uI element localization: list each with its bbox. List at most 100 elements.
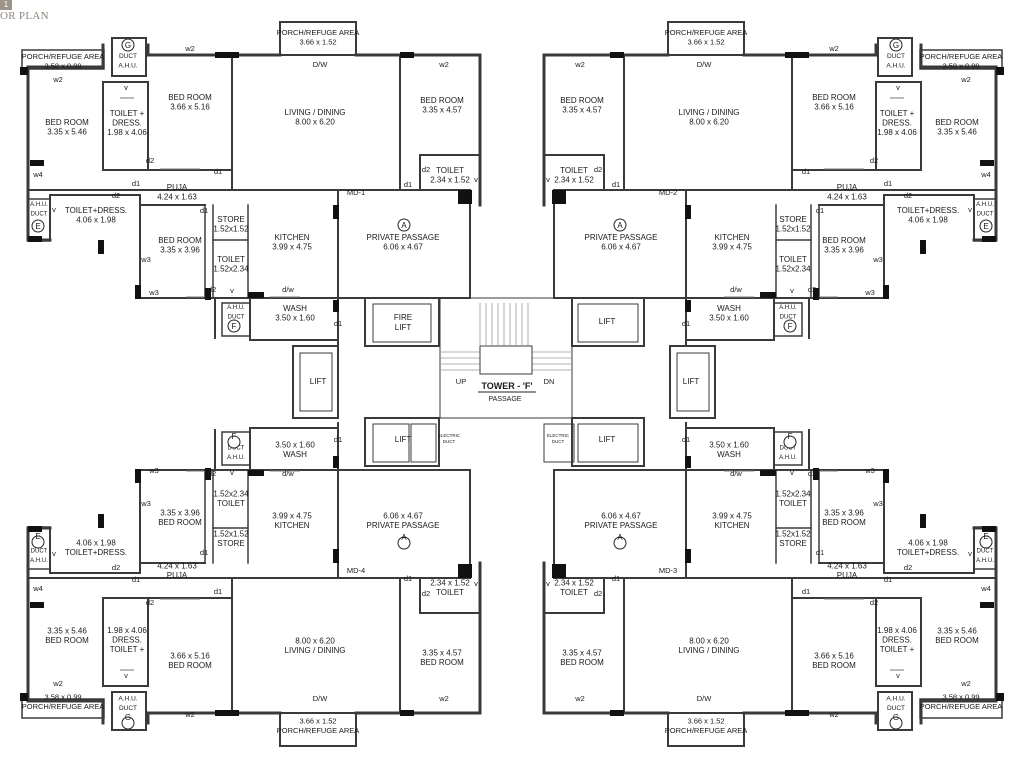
electric-duct-right — [543, 423, 575, 463]
column — [813, 288, 819, 300]
passage-label: PRIVATE PASSAGE — [367, 233, 440, 242]
opening-mark: v — [124, 671, 128, 680]
wash-label: 3.50 x 1.60 — [275, 441, 315, 450]
opening-mark: d2 — [112, 563, 120, 572]
duct-label: A.H.U. — [886, 63, 905, 70]
opening-mark: w3 — [872, 499, 883, 508]
column — [813, 468, 819, 480]
bedroom-label: 3.35 x 4.57 — [422, 649, 462, 658]
opening-mark: d1 — [334, 435, 342, 444]
column — [610, 52, 624, 58]
duct-label: DUCT — [228, 315, 245, 321]
bedroom-label: 3.35 x 4.57 — [562, 649, 602, 658]
column — [980, 602, 994, 608]
grid-marker-label: F — [788, 432, 793, 441]
bedroom-label: BED ROOM — [935, 118, 979, 127]
column — [98, 514, 104, 528]
toilet-label: DRESS. — [882, 119, 912, 128]
grid-marker-circle — [397, 536, 411, 550]
column — [400, 52, 414, 58]
porch-small — [21, 49, 105, 70]
opening-mark: w4 — [32, 584, 43, 593]
kitchen-label: 3.99 x 4.75 — [272, 512, 312, 521]
living-label: 8.00 x 6.20 — [295, 637, 335, 646]
column — [333, 456, 339, 468]
porch-label: 3.58 x 0.99 — [942, 693, 979, 702]
porch-large — [667, 712, 745, 747]
grid-marker-circle — [121, 716, 135, 730]
toilet-label: 1.98 x 4.06 — [107, 128, 147, 137]
stair-down-label: DN — [544, 377, 555, 386]
duct-label: DUCT — [228, 446, 245, 452]
column — [785, 710, 809, 716]
duct-label: A.H.U. — [118, 696, 137, 703]
opening-mark: w2 — [184, 710, 195, 719]
puja-label: 4.24 x 1.63 — [157, 193, 197, 202]
duct-label: DUCT — [31, 549, 48, 555]
wash-label: WASH — [283, 450, 307, 459]
bedroom-label: 3.35 x 4.57 — [422, 106, 462, 115]
toilet-label: TOILET — [560, 166, 588, 175]
column — [248, 292, 264, 298]
page-title: OR PLAN — [0, 10, 49, 22]
column — [685, 205, 691, 219]
passage-label: 6.06 x 4.67 — [601, 243, 641, 252]
store-label: 1.52x1.52 — [213, 225, 249, 234]
toilet-label: DRESS. — [112, 636, 142, 645]
opening-mark: d1 — [214, 167, 222, 176]
column — [883, 285, 889, 299]
kitchen-label: KITCHEN — [274, 233, 309, 242]
passage-label: PRIVATE PASSAGE — [585, 233, 658, 242]
opening-mark: d2 — [808, 469, 816, 478]
bedroom-label: 3.35 x 3.96 — [160, 509, 200, 518]
lift-label: LIFT — [599, 317, 616, 326]
grid-marker-circle — [31, 535, 45, 549]
porch-large — [279, 712, 357, 747]
opening-mark: w3 — [864, 288, 875, 297]
duct-label: A.H.U. — [227, 455, 245, 461]
opening-mark: d1 — [612, 180, 620, 189]
duct-label: A.H.U. — [227, 305, 245, 311]
grid-marker-label: A — [401, 221, 407, 230]
opening-mark: d2 — [422, 165, 430, 174]
column — [996, 67, 1004, 75]
bedroom-label: BED ROOM — [45, 636, 89, 645]
toilet-label: TOILET+DRESS. — [65, 548, 127, 557]
toilet-label: TOILET + — [110, 109, 145, 118]
porch-small — [919, 698, 1003, 719]
opening-mark: d2 — [594, 165, 602, 174]
opening-mark: d1 — [816, 548, 824, 557]
grid-marker-circle — [397, 218, 411, 232]
kitchen-label: 3.99 x 4.75 — [272, 243, 312, 252]
duct-label: DUCT — [887, 705, 905, 712]
opening-mark: d1 — [404, 574, 412, 583]
wash-label: WASH — [717, 304, 741, 313]
duct-label: A.H.U. — [30, 202, 48, 208]
column — [20, 693, 28, 701]
toilet-label: TOILET + — [110, 645, 145, 654]
bedroom-label: 3.66 x 5.16 — [170, 652, 210, 661]
opening-mark: d1 — [802, 587, 810, 596]
living-label: LIVING / DINING — [285, 646, 346, 655]
opening-mark: d2 — [904, 563, 912, 572]
main-door-label: MD-1 — [347, 188, 365, 197]
opening-mark: w2 — [828, 44, 839, 53]
store-label: STORE — [217, 539, 244, 548]
porch-label: 3.58 x 0.99 — [942, 62, 979, 71]
page-tab: 1 — [0, 0, 12, 10]
grid-marker-circle — [121, 38, 135, 52]
duct-label: DUCT — [31, 212, 48, 218]
duct-label: DUCT — [887, 53, 905, 60]
grid-marker-label: G — [893, 41, 899, 50]
bedroom-label: 3.66 x 5.16 — [814, 652, 854, 661]
bedroom-label: BED ROOM — [158, 236, 202, 245]
toilet-label: 4.06 x 1.98 — [908, 216, 948, 225]
opening-mark: d2 — [112, 191, 120, 200]
column — [920, 240, 926, 254]
column — [685, 300, 691, 312]
column — [333, 300, 339, 312]
bedroom-label: 3.35 x 5.46 — [937, 627, 977, 636]
column — [28, 526, 42, 532]
porch-label: 3.66 x 1.52 — [299, 717, 336, 726]
opening-mark: w4 — [980, 584, 991, 593]
